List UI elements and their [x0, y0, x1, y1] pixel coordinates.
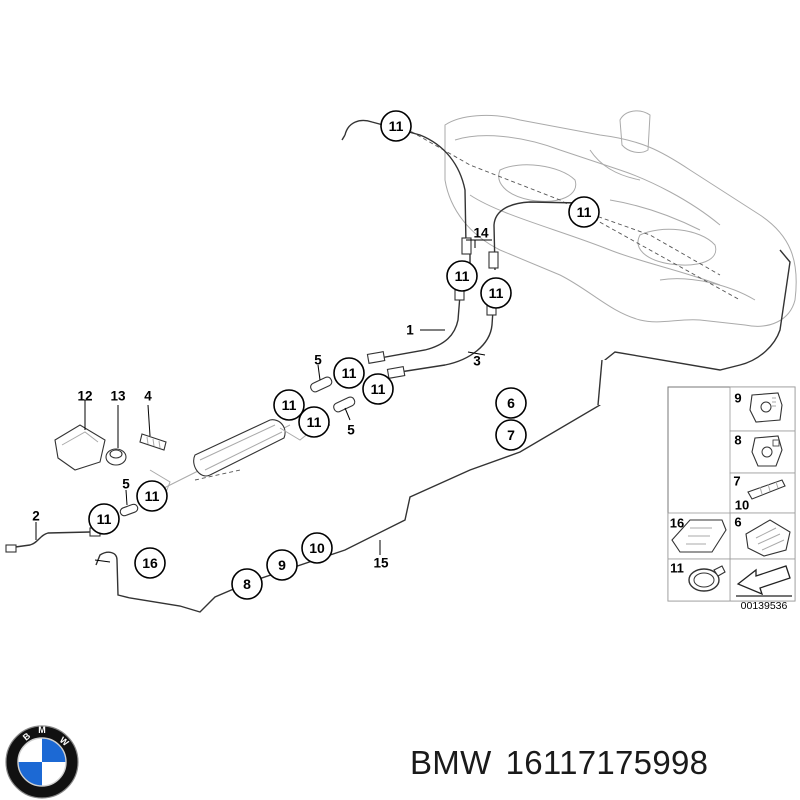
tag-5-middle[interactable]: 5 — [347, 423, 355, 438]
tag-13[interactable]: 13 — [110, 389, 126, 404]
svg-text:7: 7 — [507, 427, 515, 443]
callout-11-middle-lower[interactable]: 11 — [298, 406, 330, 438]
grommet-13 — [105, 448, 127, 466]
pipe-1 — [366, 289, 465, 364]
svg-text:9: 9 — [734, 391, 741, 406]
svg-text:9: 9 — [278, 557, 286, 573]
svg-text:11: 11 — [389, 118, 404, 134]
callout-11-pipe-14-left[interactable]: 11 — [446, 260, 478, 292]
clip-16-icon — [671, 519, 727, 553]
tag-1[interactable]: 1 — [406, 323, 414, 338]
svg-text:11: 11 — [307, 414, 322, 430]
fuel-filter-assembly — [149, 419, 311, 496]
bracket-12 — [54, 424, 106, 471]
tag-2[interactable]: 2 — [32, 509, 40, 524]
hose-clamp-icon — [688, 565, 726, 592]
svg-text:11: 11 — [455, 268, 470, 284]
tag-4[interactable]: 4 — [144, 389, 152, 404]
svg-text:11: 11 — [577, 204, 592, 220]
svg-text:4: 4 — [144, 389, 152, 404]
bmw-logo: B M W — [5, 725, 79, 799]
tag-5-upper[interactable]: 5 — [314, 353, 322, 368]
tag-3[interactable]: 3 — [473, 354, 481, 369]
pipe-14 — [341, 119, 581, 280]
svg-text:11: 11 — [342, 365, 357, 381]
clip-6-icon — [745, 519, 791, 557]
svg-text:6: 6 — [507, 395, 515, 411]
svg-text:15: 15 — [373, 556, 389, 571]
svg-text:5: 5 — [347, 423, 355, 438]
hose-parts-5 — [119, 376, 356, 517]
svg-text:11: 11 — [371, 381, 386, 397]
svg-text:11: 11 — [670, 561, 684, 576]
callout-11-top-right[interactable]: 11 — [568, 196, 600, 228]
legend-item-16[interactable]: 16 — [670, 516, 727, 553]
pipe-3 — [386, 304, 497, 379]
svg-text:6: 6 — [734, 515, 741, 530]
parts-legend-panel — [667, 386, 796, 602]
callout-11-lower-left[interactable]: 11 — [88, 503, 120, 535]
legend-item-10[interactable]: 10 — [735, 498, 749, 513]
svg-text:11: 11 — [489, 285, 504, 301]
legend-item-11[interactable]: 11 — [670, 561, 726, 592]
brand-name: BMW — [410, 744, 492, 781]
callout-6[interactable]: 6 — [495, 387, 527, 419]
svg-text:11: 11 — [145, 488, 160, 504]
pipe-2 — [5, 527, 101, 553]
callout-11-middle-right[interactable]: 11 — [362, 373, 394, 405]
tag-5-lower[interactable]: 5 — [122, 477, 130, 492]
svg-text:16: 16 — [670, 516, 684, 531]
svg-text:14: 14 — [473, 226, 489, 241]
svg-text:B: B — [21, 730, 33, 742]
legend-item-6[interactable]: 6 — [734, 515, 791, 557]
svg-text:M: M — [38, 725, 46, 735]
tag-14[interactable]: 14 — [473, 226, 489, 241]
svg-text:5: 5 — [314, 353, 322, 368]
svg-text:16: 16 — [142, 555, 158, 571]
callout-8[interactable]: 8 — [231, 568, 263, 600]
clip-9-icon — [749, 392, 783, 423]
svg-text:1: 1 — [406, 323, 414, 338]
legend-item-9[interactable]: 9 — [734, 391, 783, 423]
svg-text:11: 11 — [97, 511, 112, 527]
callout-11-top-left[interactable]: 11 — [380, 110, 412, 142]
tag-15[interactable]: 15 — [373, 556, 389, 571]
svg-text:3: 3 — [473, 354, 481, 369]
callout-11-middle-left[interactable]: 11 — [273, 389, 305, 421]
tag-12[interactable]: 12 — [77, 389, 92, 404]
svg-text:8: 8 — [243, 576, 251, 592]
clip-4 — [139, 433, 167, 451]
leader-lines — [35, 239, 492, 563]
svg-text:10: 10 — [309, 540, 325, 556]
svg-text:12: 12 — [77, 389, 92, 404]
callout-16[interactable]: 16 — [134, 547, 166, 579]
callout-10[interactable]: 10 — [301, 532, 333, 564]
part-number-caption: BMW 16117175998 — [410, 738, 790, 788]
clip-8-icon — [751, 435, 783, 467]
callout-9[interactable]: 9 — [266, 549, 298, 581]
callout-7[interactable]: 7 — [495, 419, 527, 451]
legend-item-8[interactable]: 8 — [734, 433, 783, 467]
diagram-number: 00139536 — [741, 600, 788, 612]
callout-11-middle-upper[interactable]: 11 — [333, 357, 365, 389]
svg-text:8: 8 — [734, 433, 741, 448]
callout-11-pipe-14-right[interactable]: 11 — [480, 277, 512, 309]
callout-11-filter[interactable]: 11 — [136, 480, 168, 512]
svg-text:7: 7 — [733, 474, 740, 489]
svg-text:13: 13 — [110, 389, 126, 404]
legend-item-7[interactable]: 7 — [733, 474, 786, 500]
clip-7-icon — [747, 479, 786, 500]
svg-text:10: 10 — [735, 498, 749, 513]
pipe-15 — [95, 249, 791, 613]
direction-arrow-icon — [733, 562, 793, 598]
svg-text:2: 2 — [32, 509, 40, 524]
svg-text:11: 11 — [282, 397, 297, 413]
part-number: 16117175998 — [505, 744, 709, 781]
svg-text:5: 5 — [122, 477, 130, 492]
